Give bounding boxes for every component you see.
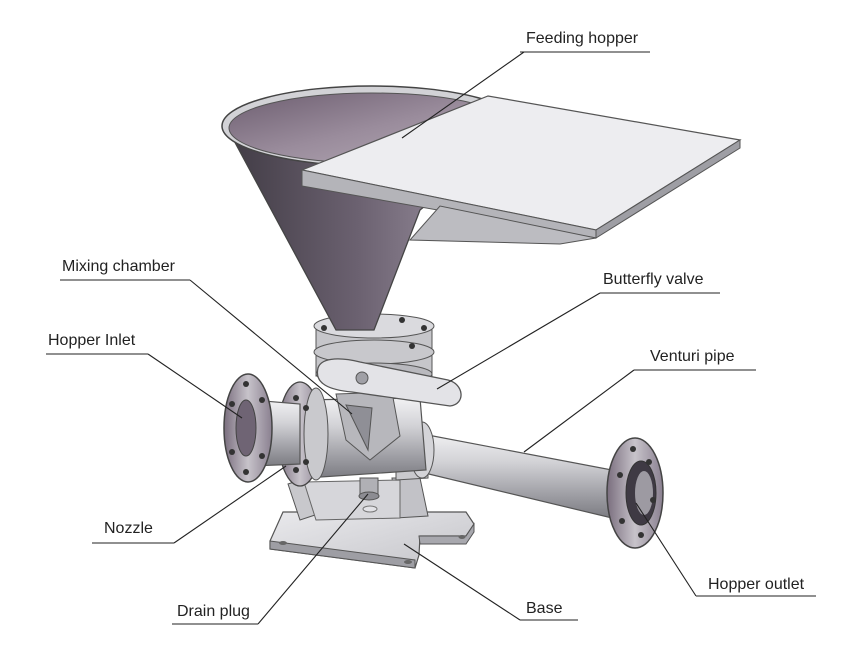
label-hopper-outlet: Hopper outlet (708, 576, 805, 593)
label-venturi-pipe: Venturi pipe (650, 348, 735, 365)
mixing-chamber-group (299, 391, 427, 479)
inlet-group (223, 373, 301, 483)
label-drain-plug: Drain plug (177, 603, 250, 620)
outlet-flange-group (606, 437, 664, 549)
label-feeding-hopper: Feeding hopper (526, 30, 639, 47)
label-hopper-inlet: Hopper Inlet (48, 332, 136, 349)
label-butterfly-valve: Butterfly valve (603, 271, 704, 288)
callout-lines (46, 51, 816, 625)
venturi-pipe-group (395, 421, 613, 519)
label-mixing-chamber: Mixing chamber (62, 258, 175, 275)
base-group (269, 477, 475, 569)
label-nozzle: Nozzle (104, 520, 153, 537)
valve-group (313, 313, 462, 407)
label-base: Base (526, 600, 563, 617)
